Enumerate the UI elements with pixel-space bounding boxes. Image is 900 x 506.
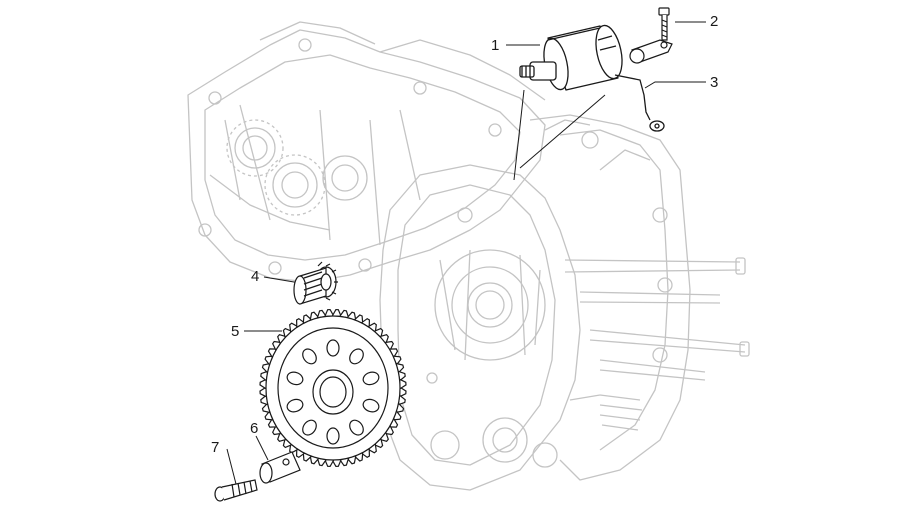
callout-2: 2 [710, 13, 719, 30]
gear-holes [286, 339, 380, 445]
gear-hole [302, 348, 317, 365]
callout-5: 5 [231, 323, 240, 340]
gear-hole [349, 419, 364, 436]
callout-1: 1 [491, 37, 500, 54]
gear-hole [362, 398, 380, 413]
gear-hole [286, 398, 304, 413]
flywheel-gear [259, 308, 407, 468]
bushing [259, 451, 301, 484]
gear-hole [326, 427, 340, 445]
screw-bracket [629, 7, 673, 64]
engine-casing-background [187, 21, 750, 491]
gear-hole [349, 348, 364, 365]
callout-7: 7 [211, 439, 220, 456]
gear-hole [286, 371, 304, 386]
callout-6: 6 [250, 420, 259, 437]
callout-4: 4 [251, 268, 260, 285]
ground-cable [614, 74, 665, 132]
reduction-gear [293, 261, 338, 305]
gear-hole [362, 371, 380, 386]
leader-lines [226, 21, 706, 485]
gear-hole [326, 339, 340, 357]
callout-3: 3 [710, 74, 719, 91]
gear-hole [302, 419, 317, 436]
starter-motor [519, 24, 623, 91]
screw [214, 479, 258, 502]
